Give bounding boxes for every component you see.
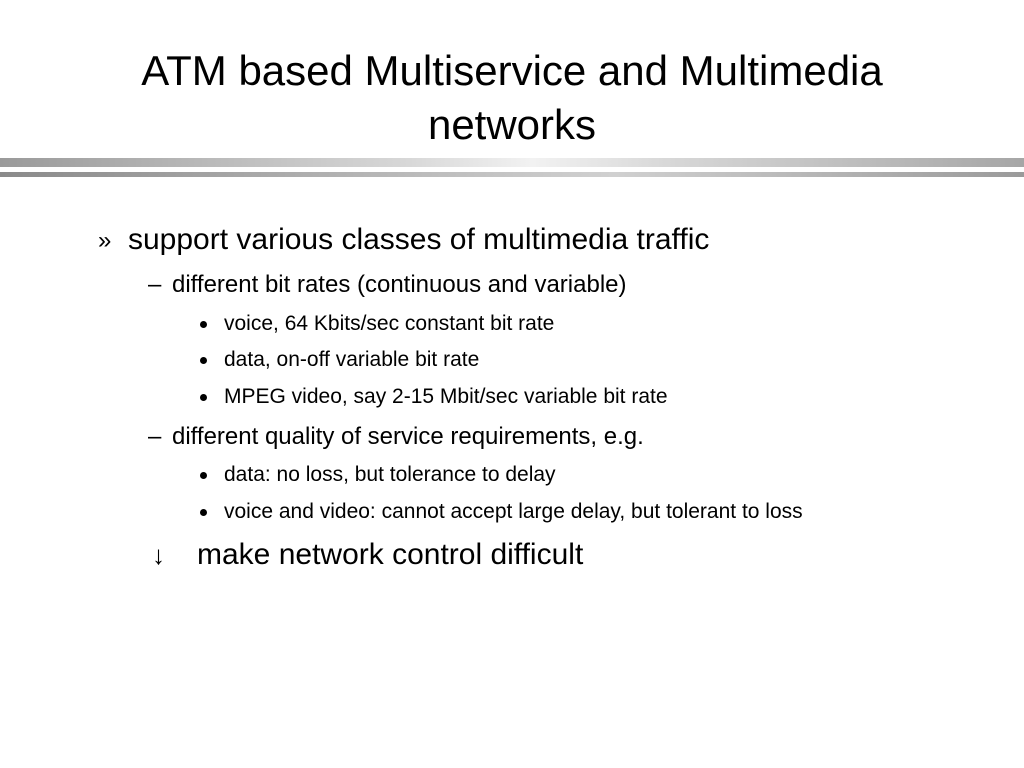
slide-title: ATM based Multiservice and Multimedia ne… [0,44,1024,152]
list-item-text: MPEG video, say 2-15 Mbit/sec variable b… [224,385,668,408]
title-divider-top [0,158,1024,167]
dot-bullet-icon [200,394,207,401]
conclusion-text: make network control difficult [197,538,584,571]
slide-title-line-1: ATM based Multiservice and Multimedia [141,47,883,94]
sub-bullet-text: different quality of service requirement… [172,423,644,450]
slide-title-line-2: networks [427,101,597,148]
dash-bullet-icon: – [148,271,162,298]
main-bullet-text: support various classes of multimedia tr… [128,223,710,256]
arrow-down-icon: ↓ [152,540,165,570]
dash-bullet-icon: – [148,423,162,450]
list-item-text: voice and video: cannot accept large del… [224,500,803,523]
list-item-text: voice, 64 Kbits/sec constant bit rate [224,312,555,335]
dot-bullet-icon [200,509,207,516]
dot-bullet-icon [200,472,207,479]
list-item-text: data, on-off variable bit rate [224,348,480,371]
list-item-text: data: no loss, but tolerance to delay [224,463,556,486]
sub-bullet-text: different bit rates (continuous and vari… [172,271,627,298]
title-divider-bottom [0,172,1024,177]
chevron-bullet-icon: » [98,227,112,254]
dot-bullet-icon [200,357,207,364]
dot-bullet-icon [200,321,207,328]
